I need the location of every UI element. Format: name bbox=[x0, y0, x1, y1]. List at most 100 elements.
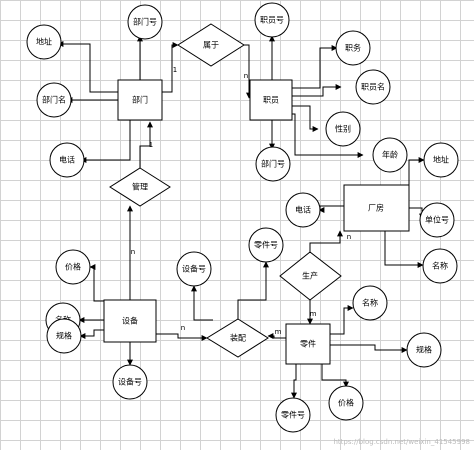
watermark: https://blog.csdn.net/weixin_41545998 bbox=[333, 438, 470, 446]
relation-manage[interactable]: 管理 bbox=[109, 167, 171, 207]
edges bbox=[57, 35, 425, 399]
attr-fac-phone[interactable]: 电话 bbox=[285, 192, 321, 228]
svg-text:地址: 地址 bbox=[36, 37, 52, 47]
svg-text:规格: 规格 bbox=[416, 345, 432, 355]
relation-assemble[interactable]: 装配 bbox=[206, 318, 269, 358]
attr-eq-no[interactable]: 设备号 bbox=[112, 364, 148, 400]
svg-text:年龄: 年龄 bbox=[382, 150, 398, 160]
relation-manage-label: 管理 bbox=[132, 182, 148, 192]
svg-text:性别: 性别 bbox=[335, 124, 351, 134]
svg-text:零件号: 零件号 bbox=[254, 240, 278, 250]
entity-staff-label: 职员 bbox=[263, 96, 279, 105]
attr-fac-addr[interactable]: 地址 bbox=[423, 142, 459, 178]
cardinality-labels: 1 n 1 n n n m m bbox=[131, 66, 351, 336]
edge-produce-fac bbox=[309, 230, 343, 252]
attr-dept-phone[interactable]: 电话 bbox=[49, 142, 85, 178]
svg-text:设备号: 设备号 bbox=[182, 264, 206, 274]
attr-part-spec[interactable]: 规格 bbox=[406, 332, 442, 368]
edge-asm-eqno bbox=[191, 285, 213, 321]
entity-equipment[interactable]: 设备 bbox=[103, 299, 157, 343]
svg-text:设备号: 设备号 bbox=[118, 377, 142, 387]
entity-part[interactable]: 零件 bbox=[285, 323, 331, 365]
edge-fac-phone bbox=[318, 205, 344, 213]
attr-staff-no[interactable]: 职员号 bbox=[254, 2, 290, 38]
edge-fac-addr bbox=[408, 157, 425, 185]
entity-dept[interactable]: 部门 bbox=[117, 79, 163, 121]
attr-eq-price[interactable]: 价格 bbox=[55, 249, 91, 285]
attr-part-no[interactable]: 零件号 bbox=[275, 397, 311, 433]
edge-part-name bbox=[330, 305, 354, 335]
edge-dept-belong bbox=[162, 42, 179, 93]
edge-equip-assemble bbox=[156, 333, 208, 341]
card-dept-belong: 1 bbox=[173, 66, 177, 74]
entity-factory[interactable]: 厂房 bbox=[343, 184, 410, 232]
attr-staff-name[interactable]: 职员名 bbox=[355, 69, 391, 105]
svg-text:零件号: 零件号 bbox=[281, 410, 305, 420]
attr-staff-age[interactable]: 年龄 bbox=[372, 137, 408, 173]
attr-staff-job[interactable]: 职务 bbox=[335, 30, 371, 66]
edge-part-no bbox=[291, 364, 297, 399]
edge-part-assemble bbox=[267, 333, 286, 339]
relation-belong-label: 属于 bbox=[203, 41, 219, 50]
svg-text:单位号: 单位号 bbox=[425, 215, 449, 225]
attr-fac-unit[interactable]: 单位号 bbox=[419, 202, 455, 238]
svg-text:名称: 名称 bbox=[432, 261, 448, 271]
svg-text:部门名: 部门名 bbox=[42, 95, 66, 105]
edge-part-price bbox=[321, 364, 349, 388]
svg-text:价格: 价格 bbox=[338, 398, 354, 408]
card-manage-dept: 1 bbox=[149, 141, 153, 149]
edge-eq-price bbox=[89, 264, 104, 302]
svg-text:职员号: 职员号 bbox=[260, 16, 284, 25]
svg-text:电话: 电话 bbox=[295, 205, 311, 215]
edge-dept-addr bbox=[57, 41, 118, 93]
svg-text:价格: 价格 bbox=[65, 262, 81, 272]
entity-factory-label: 厂房 bbox=[368, 203, 384, 213]
edge-eq-spec bbox=[79, 329, 104, 339]
attr-asm-partno[interactable]: 零件号 bbox=[248, 227, 284, 263]
attr-dept-no[interactable]: 部门号 bbox=[127, 4, 163, 40]
edge-asm-partno bbox=[237, 261, 269, 319]
entity-part-label: 零件 bbox=[300, 339, 316, 349]
svg-text:部门号: 部门号 bbox=[261, 159, 285, 169]
edge-manage-dept bbox=[139, 121, 153, 168]
card-manage-equip: n bbox=[131, 248, 135, 256]
svg-text:名称: 名称 bbox=[362, 298, 378, 308]
edge-belong-staff bbox=[244, 44, 252, 99]
attr-eq-spec[interactable]: 规格 bbox=[46, 318, 82, 354]
attr-part-price[interactable]: 价格 bbox=[328, 385, 364, 421]
edge-part-spec bbox=[330, 344, 408, 353]
entity-dept-label: 部门 bbox=[132, 95, 148, 105]
edge-dept-phone bbox=[80, 120, 131, 163]
svg-text:职务: 职务 bbox=[345, 43, 361, 53]
edge-fac-name bbox=[384, 231, 424, 268]
edge-staff-age bbox=[292, 113, 364, 158]
edge-staff-job bbox=[292, 45, 338, 89]
edge-staff-sex bbox=[292, 105, 319, 132]
attr-asm-eqno[interactable]: 设备号 bbox=[176, 251, 212, 287]
attr-dept-name[interactable]: 部门名 bbox=[36, 82, 72, 118]
attr-staff-deptno[interactable]: 部门号 bbox=[255, 146, 291, 182]
svg-text:地址: 地址 bbox=[433, 155, 449, 165]
svg-text:规格: 规格 bbox=[56, 331, 72, 341]
attr-fac-name[interactable]: 名称 bbox=[422, 248, 458, 284]
card-part-assemble: m bbox=[275, 328, 282, 336]
relation-assemble-label: 装配 bbox=[230, 333, 246, 343]
entity-staff[interactable]: 职员 bbox=[249, 79, 293, 121]
attr-dept-addr[interactable]: 地址 bbox=[26, 24, 62, 60]
svg-text:职员名: 职员名 bbox=[361, 82, 385, 92]
entity-equipment-label: 设备 bbox=[122, 316, 138, 326]
card-belong-staff: n bbox=[244, 72, 248, 80]
edge-staff-name bbox=[292, 84, 342, 97]
attr-part-name[interactable]: 名称 bbox=[352, 285, 388, 321]
relation-belong[interactable]: 属于 bbox=[177, 23, 245, 67]
card-produce-part: m bbox=[310, 310, 317, 318]
relation-produce-label: 生产 bbox=[302, 271, 318, 281]
svg-text:电话: 电话 bbox=[59, 155, 75, 165]
attr-staff-sex[interactable]: 性别 bbox=[325, 111, 361, 147]
card-equip-assemble: n bbox=[181, 324, 185, 332]
relation-produce[interactable]: 生产 bbox=[279, 251, 342, 301]
card-produce-fac: n bbox=[347, 233, 351, 241]
svg-text:部门号: 部门号 bbox=[133, 17, 157, 27]
